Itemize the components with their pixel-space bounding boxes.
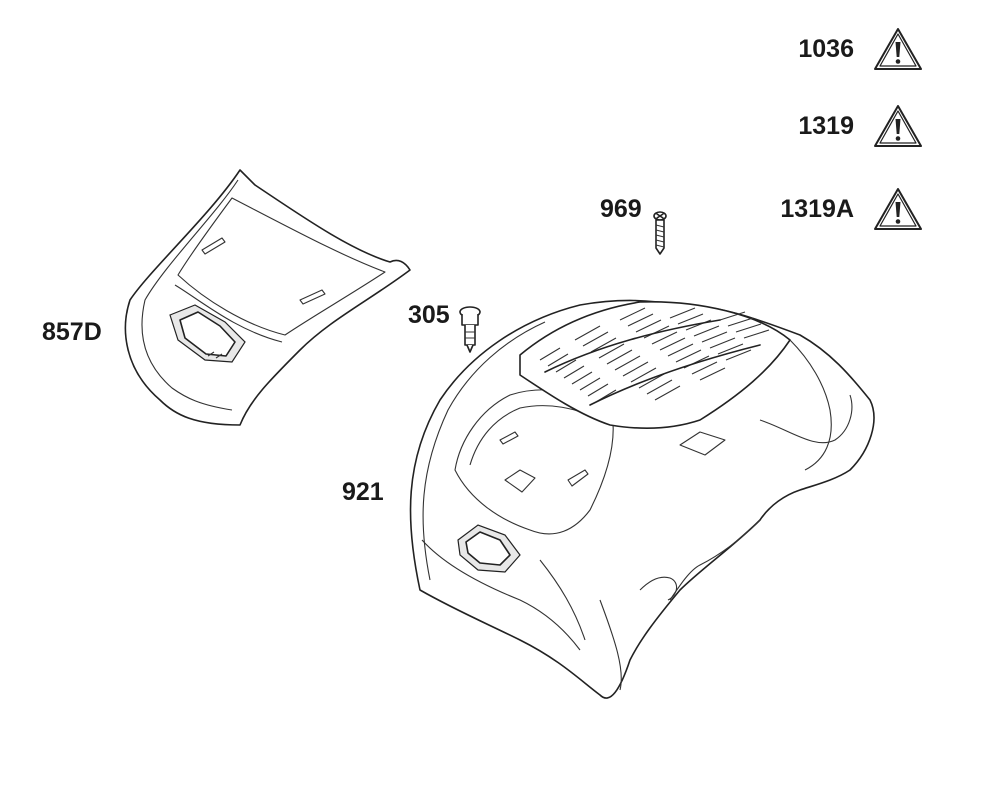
part-label-969: 969 [600,195,642,223]
warning-triangle-icon [874,105,922,147]
shroud-921 [409,299,875,699]
warning-row-1319: 1319 [798,103,924,149]
part-label-305: 305 [408,301,450,329]
pin-305 [459,306,481,353]
warning-triangle-icon [874,188,922,230]
part-label-921: 921 [342,478,384,506]
warning-row-1036: 1036 [798,26,924,72]
screw-969 [653,211,667,255]
warning-label: 1319A [780,194,854,223]
warning-label: 1319 [798,111,854,140]
warning-row-1319A: 1319A [780,186,924,232]
warning-label: 1036 [798,34,854,63]
cover-panel-857D [124,169,411,426]
warning-triangle-icon [874,28,922,70]
part-label-857D: 857D [42,318,102,346]
